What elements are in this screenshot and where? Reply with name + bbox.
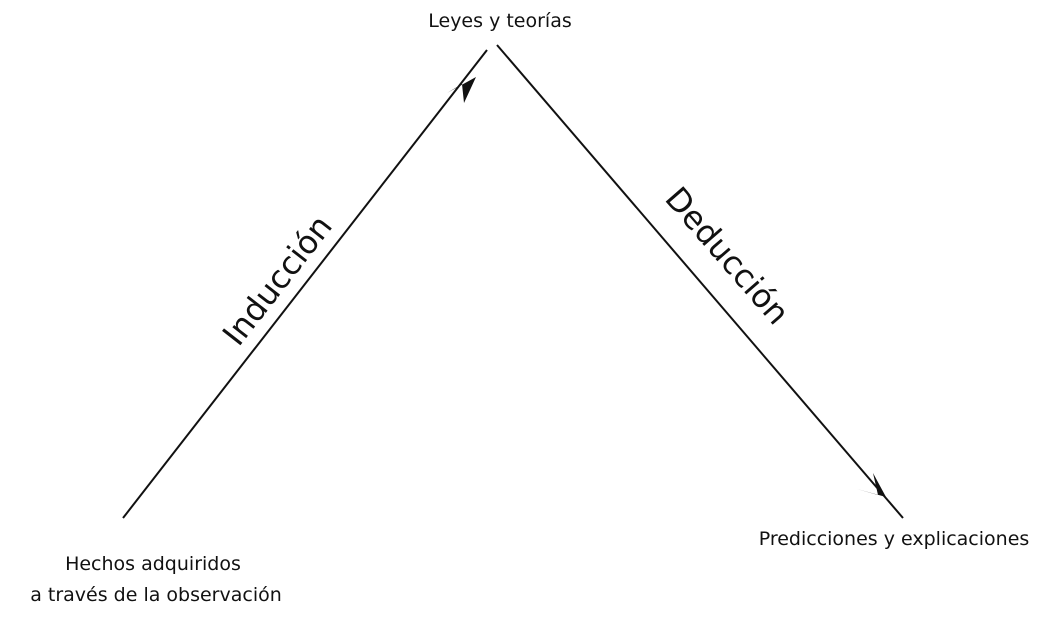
deduction-arrowhead — [857, 473, 886, 497]
deduction-edge — [496, 44, 904, 519]
induction-label: Inducción — [215, 208, 340, 353]
top-node-label: Leyes y teorías — [428, 10, 572, 32]
bottom-right-node-label: Predicciones y explicaciones — [759, 528, 1030, 550]
bottom-left-node-line-2: a través de la observación — [30, 584, 282, 606]
bottom-left-node-line-1: Hechos adquiridos — [65, 553, 241, 575]
induction-arrowhead — [447, 77, 476, 103]
bottom-left-node-label: Hechos adquiridos a través de la observa… — [30, 553, 282, 606]
induction-edge — [122, 49, 488, 519]
